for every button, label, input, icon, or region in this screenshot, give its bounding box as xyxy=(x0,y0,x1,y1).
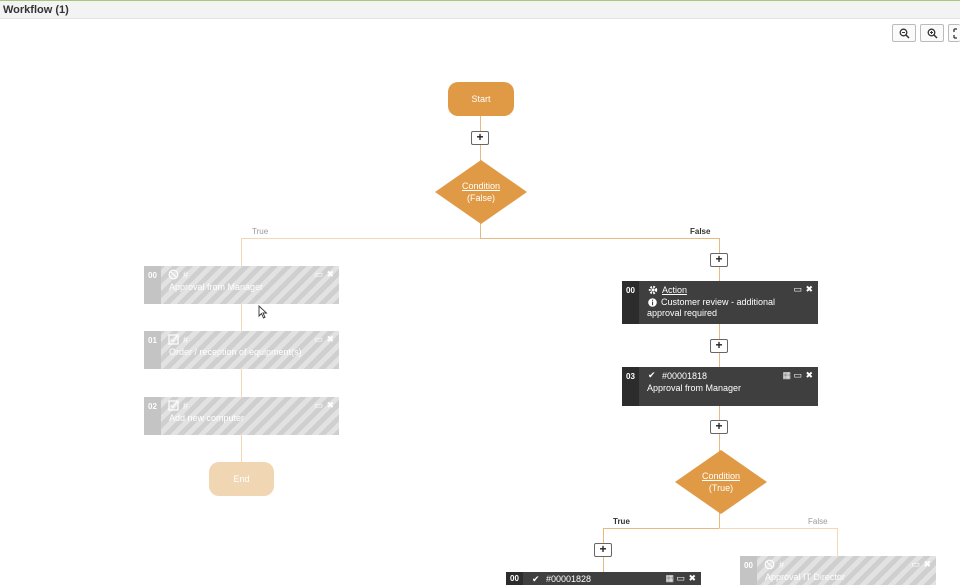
check-icon: ✔ xyxy=(532,574,540,584)
condition-node[interactable]: Condition (False) xyxy=(435,160,527,224)
step-number: # xyxy=(183,335,189,345)
workflow-step-approval[interactable]: 00 ✔ #00001828 ▦ ▭ ✖ xyxy=(506,572,701,585)
fit-button[interactable] xyxy=(948,24,960,42)
add-step-button[interactable]: + xyxy=(710,253,728,267)
condition-title[interactable]: Condition xyxy=(461,181,501,191)
branch-label-true: True xyxy=(613,517,630,526)
zoom-out-icon xyxy=(899,28,910,39)
window-title-bar: Workflow (1) xyxy=(0,0,960,19)
step-index: 00 xyxy=(622,281,639,324)
window-title: Workflow (1) xyxy=(3,4,69,16)
note-icon[interactable]: ▦ xyxy=(665,573,674,583)
add-step-button[interactable]: + xyxy=(710,339,728,353)
mouse-cursor-icon xyxy=(258,305,268,319)
ban-icon xyxy=(764,559,775,570)
step-title: Approval IT Director xyxy=(765,572,845,582)
branch-label-true: True xyxy=(252,227,269,236)
condition-diamond xyxy=(675,450,767,514)
expand-icon xyxy=(953,28,957,39)
close-icon[interactable]: ✖ xyxy=(923,559,931,569)
add-step-button[interactable]: + xyxy=(594,543,612,557)
condition-value: (True) xyxy=(708,483,734,493)
start-node[interactable]: Start xyxy=(448,82,514,116)
step-title: Customer review - additional approval re… xyxy=(647,297,776,318)
end-node[interactable]: End xyxy=(209,462,274,496)
ban-icon xyxy=(168,269,179,280)
connector-line xyxy=(719,528,838,529)
info-icon xyxy=(648,298,657,307)
connector-line xyxy=(480,222,481,238)
step-title: Approval from Manager xyxy=(169,282,264,292)
workflow-step-disabled[interactable]: 02 # Add new computer ▭ ✖ xyxy=(144,397,339,435)
step-number: # xyxy=(183,401,189,411)
close-icon[interactable]: ✖ xyxy=(688,573,696,583)
condition-diamond xyxy=(435,160,527,224)
zoom-in-icon xyxy=(927,28,938,39)
close-icon[interactable]: ✖ xyxy=(805,370,813,380)
window-icon[interactable]: ▭ xyxy=(793,284,802,294)
step-title: Order / reception of equipment(s) xyxy=(169,347,302,357)
step-number: # xyxy=(183,270,189,280)
close-icon[interactable]: ✖ xyxy=(326,400,334,410)
add-step-button[interactable]: + xyxy=(471,131,489,145)
window-icon[interactable]: ▭ xyxy=(676,573,685,583)
close-icon[interactable]: ✖ xyxy=(326,269,334,279)
close-icon[interactable]: ✖ xyxy=(805,284,813,294)
end-label: End xyxy=(233,474,250,484)
zoom-in-button[interactable] xyxy=(920,24,944,42)
connector-line xyxy=(241,238,481,239)
close-icon[interactable]: ✖ xyxy=(326,334,334,344)
step-title: Approval from Manager xyxy=(647,383,742,393)
step-index: 02 xyxy=(144,397,161,435)
window-icon[interactable]: ▭ xyxy=(793,370,802,380)
gear-icon xyxy=(648,285,658,295)
condition-title[interactable]: Condition xyxy=(701,471,741,481)
step-number: # xyxy=(779,560,785,570)
start-label: Start xyxy=(471,94,491,104)
step-index: 00 xyxy=(506,572,523,585)
branch-label-false: False xyxy=(808,517,828,526)
connector-line xyxy=(719,510,720,528)
step-index: 01 xyxy=(144,331,161,369)
window-icon[interactable]: ▭ xyxy=(314,269,323,279)
step-index: 03 xyxy=(622,367,639,406)
connector-line xyxy=(480,238,720,239)
checkbox-icon xyxy=(168,400,179,411)
connector-line xyxy=(837,528,838,556)
action-link[interactable]: Action xyxy=(662,285,688,295)
window-icon[interactable]: ▭ xyxy=(314,334,323,344)
condition-node[interactable]: Condition (True) xyxy=(675,450,767,514)
workflow-step-approval[interactable]: 03 ✔ #00001818 Approval from Manager ▦ ▭… xyxy=(622,367,818,406)
add-step-button[interactable]: + xyxy=(710,420,728,434)
window-icon[interactable]: ▭ xyxy=(911,559,920,569)
note-icon[interactable]: ▦ xyxy=(782,370,791,380)
ticket-number[interactable]: #00001828 xyxy=(546,574,592,584)
zoom-out-button[interactable] xyxy=(892,24,916,42)
condition-value: (False) xyxy=(466,193,495,203)
step-index: 00 xyxy=(740,556,757,585)
checkbox-icon xyxy=(168,334,179,345)
branch-label-false: False xyxy=(690,227,711,236)
check-icon: ✔ xyxy=(648,370,656,380)
window-icon[interactable]: ▭ xyxy=(314,400,323,410)
workflow-step-disabled[interactable]: 00 # Approval IT Director ▭ ✖ xyxy=(740,556,936,585)
workflow-step-disabled[interactable]: 00 # Approval from Manager ▭ ✖ xyxy=(144,266,339,304)
workflow-step-disabled[interactable]: 01 # Order / reception of equipment(s) ▭… xyxy=(144,331,339,369)
workflow-step-action[interactable]: 00 Action Customer review - additional a… xyxy=(622,281,818,324)
step-index: 00 xyxy=(144,266,161,304)
ticket-number[interactable]: #00001818 xyxy=(662,371,708,381)
connector-line xyxy=(603,528,720,529)
step-title: Add new computer xyxy=(169,413,245,423)
